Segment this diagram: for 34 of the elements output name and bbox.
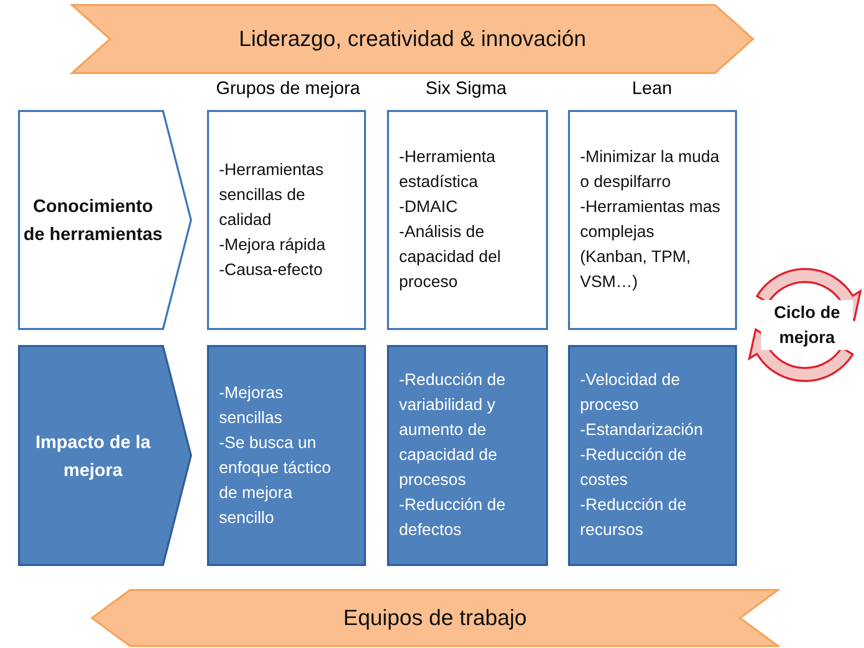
bullet-item: -Mejora rápida — [219, 234, 326, 256]
impact-box — [387, 345, 548, 566]
cycle-label: Ciclo de mejora — [761, 300, 853, 350]
banner-arrow — [70, 3, 755, 75]
bullet-item: -Velocidad de proceso — [580, 370, 681, 416]
bullet-item: -Herramientas sencillas de calidad — [219, 160, 325, 230]
tools-box — [387, 110, 548, 330]
row-heading: Conocimiento de herramientas — [23, 195, 163, 246]
row-heading-panel — [18, 110, 193, 330]
bullet-item: -Reducción de variabilidad y aumento de capacidad de procesos — [399, 370, 506, 491]
impact-box — [207, 345, 366, 566]
bullet-item: -DMAIC — [399, 197, 459, 218]
banner-text: Equipos de trabajo — [343, 604, 527, 632]
tools-box — [568, 110, 737, 330]
column-heading: Grupos de mejora — [214, 78, 362, 99]
bullet-item: -Causa-efecto — [219, 260, 324, 280]
banner-arrow — [90, 588, 780, 648]
bullet-item: -Mejoras sencillas — [219, 382, 284, 428]
bullet-item: -Reducción de defectos — [399, 495, 506, 541]
bullet-item: -Minimizar la muda o despilfarro — [580, 147, 720, 193]
column-heading: Six Sigma — [424, 78, 508, 99]
bullet-item: -Herramienta estadística — [399, 147, 496, 193]
impact-box — [568, 345, 737, 566]
row-heading-panel — [18, 345, 193, 566]
bullet-item: -Se busca un enfoque táctico de mejora sencillo — [219, 432, 332, 528]
tools-box — [207, 110, 366, 330]
column-heading: Lean — [630, 78, 674, 99]
bullet-item: -Análisis de capacidad del proceso — [399, 222, 502, 293]
bullet-item: -Reducción de costes — [580, 445, 688, 491]
banner-text: Liderazgo, creatividad & innovación — [238, 25, 586, 53]
bullet-item: -Herramientas mas complejas (Kanban, TPM, VSM…) — [580, 197, 721, 293]
row-heading: Impacto de la mejora — [34, 430, 152, 482]
bullet-item: -Reducción de recursos — [580, 495, 688, 541]
bullet-item: -Estandarización — [580, 420, 704, 441]
